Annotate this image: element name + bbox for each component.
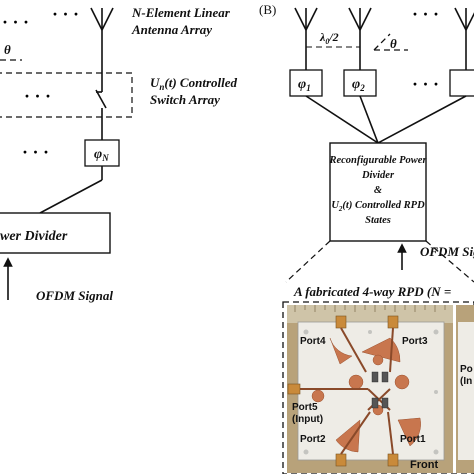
power-divider-box <box>0 212 111 254</box>
photo-port3-label: Port3 <box>402 336 428 347</box>
left-panel: N-Element Linear Antenna Array · · · · ·… <box>0 4 237 303</box>
switch-label-line1: Un(t) Controlled <box>150 75 237 92</box>
right-panel: (B) · · · λ0/2 <box>259 2 474 474</box>
photo-port1-label: Port1 <box>400 434 426 445</box>
left-ofdm-signal-label: OFDM Signal <box>36 288 113 303</box>
phase-shifter-1-label: φ1 <box>298 77 311 93</box>
switch-label-line2: Switch Array <box>150 92 220 107</box>
right-antenna-3-icon <box>454 7 474 70</box>
right-antenna-ellipsis: · · · <box>412 4 439 24</box>
phase-ellipsis: · · · <box>22 142 49 162</box>
rpd-feed-lines <box>305 95 467 144</box>
photo-back-cut-label-1: Po <box>460 364 473 375</box>
right-antenna-2-icon <box>348 7 372 70</box>
antenna-array-label-line1: N-Element Linear <box>131 5 231 20</box>
fabricated-rpd-title: A fabricated 4-way RPD (N = <box>293 284 451 299</box>
left-mid-ellipsis: · · · <box>52 4 79 24</box>
photo-front-label: Front <box>410 459 438 471</box>
phase-shifter-1-box <box>289 69 323 97</box>
right-antenna-1-icon <box>294 7 318 70</box>
power-divider-label: wer Divider <box>0 229 68 244</box>
photo-port5-label-line2: (Input) <box>292 414 323 425</box>
left-theta-symbol: θ <box>4 42 11 57</box>
rpd-label-line4: U2(t) Controlled RPD <box>331 200 425 213</box>
left-feed-line-diagonal <box>39 179 103 214</box>
phase-shifter-2-box <box>343 69 377 97</box>
rpd-photo-front: Port4 Port3 Port5 (Input) Port2 Port1 Fr… <box>287 305 453 473</box>
rpd-label-line2: Divider <box>361 170 395 181</box>
panel-b-label: (B) <box>259 2 276 17</box>
phase-shifter-3-box <box>449 69 474 97</box>
phase-shifter-2-label: φ2 <box>352 77 365 93</box>
rpd-box <box>329 142 427 242</box>
rpd-label-line1: Reconfigurable Power <box>328 155 427 166</box>
switch-ellipsis: · · · <box>24 86 51 106</box>
right-theta-symbol: θ <box>390 36 397 51</box>
photo-port2-label: Port2 <box>300 434 326 445</box>
switch-icon <box>95 89 107 140</box>
left-top-ellipsis: · · · <box>2 12 29 32</box>
right-ofdm-signal-label: OFDM Sig <box>420 244 474 259</box>
rpd-label-line5: States <box>365 215 391 226</box>
left-antenna-icon <box>90 7 114 92</box>
phase-shifter-n-label: φN <box>94 147 109 163</box>
antenna-array-label-line2: Antenna Array <box>131 22 212 37</box>
photo-back-cut-label-2: (In <box>460 376 472 387</box>
switch-array-box <box>0 72 133 118</box>
right-theta-direction-line <box>373 33 391 51</box>
photo-port5-label-line1: Port5 <box>292 402 318 413</box>
phase-shifter-ellipsis: · · · <box>412 74 439 94</box>
photo-port4-label: Port4 <box>300 336 326 347</box>
zoom-leader-right <box>425 240 474 283</box>
spacing-label: λ0/2 <box>319 30 339 46</box>
zoom-leader-left <box>285 240 331 283</box>
rpd-label-line3: & <box>374 185 383 196</box>
rpd-photo-back: Po (In <box>456 305 474 473</box>
